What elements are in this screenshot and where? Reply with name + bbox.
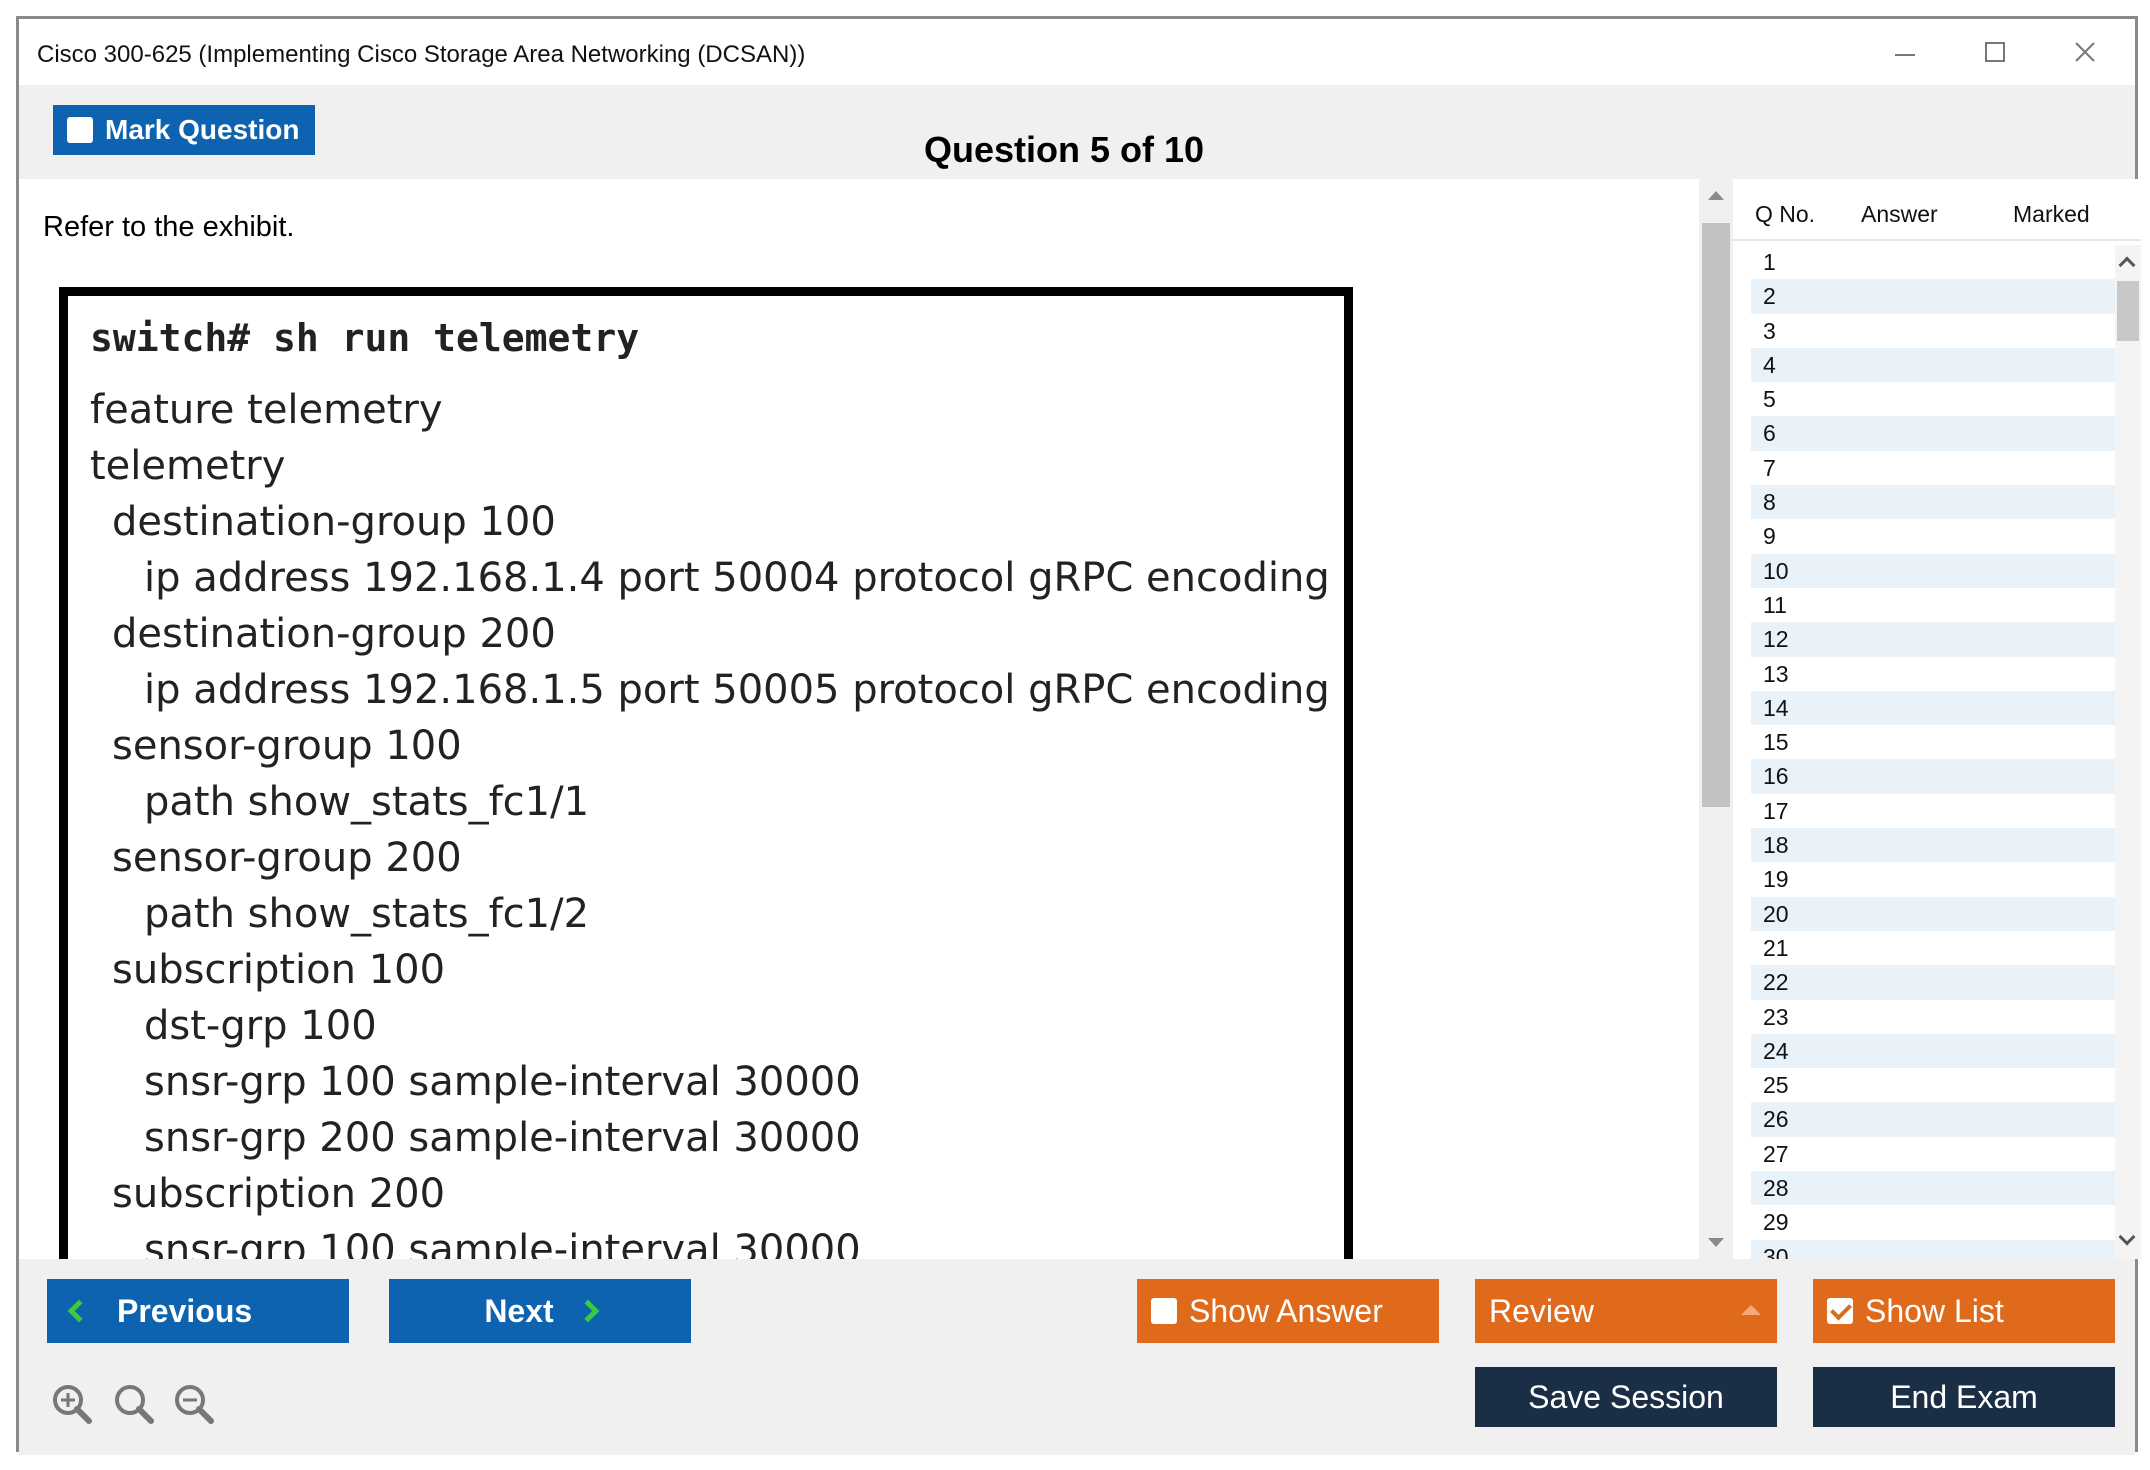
question-list-row[interactable]: 16 bbox=[1751, 759, 2115, 794]
question-list-row[interactable]: 18 bbox=[1751, 828, 2115, 863]
chevron-up-icon[interactable] bbox=[2118, 256, 2136, 274]
previous-button[interactable]: Previous bbox=[47, 1279, 349, 1343]
question-list-row[interactable]: 22 bbox=[1751, 965, 2115, 1000]
question-counter: Question 5 of 10 bbox=[923, 129, 1205, 170]
mark-question-button[interactable]: Mark Question bbox=[53, 105, 315, 155]
exhibit-line: destination-group 200 bbox=[112, 611, 556, 657]
column-header-answer: Answer bbox=[1861, 201, 1938, 227]
zoom-reset-icon[interactable] bbox=[111, 1381, 157, 1427]
previous-label: Previous bbox=[117, 1292, 253, 1329]
show-list-label: Show List bbox=[1865, 1292, 2004, 1329]
exhibit-line: telemetry bbox=[90, 443, 286, 489]
question-list-row[interactable]: 29 bbox=[1763, 1209, 1789, 1236]
question-list-row[interactable]: 19 bbox=[1763, 866, 1789, 893]
scrollbar-thumb[interactable] bbox=[2117, 281, 2139, 341]
question-list-row[interactable]: 30 bbox=[1751, 1239, 2115, 1259]
question-list-row[interactable]: 14 bbox=[1751, 690, 2115, 726]
zoom-out-icon[interactable] bbox=[171, 1381, 217, 1427]
chevron-right-icon bbox=[576, 1299, 599, 1323]
question-list-row[interactable]: 7 bbox=[1763, 454, 1776, 481]
exhibit-line: ip address 192.168.1.5 port 50005 protoc… bbox=[144, 667, 1353, 713]
question-list-row[interactable]: 13 bbox=[1763, 660, 1789, 687]
show-answer-button[interactable]: Show Answer bbox=[1137, 1279, 1439, 1343]
next-button[interactable]: Next bbox=[389, 1279, 691, 1343]
question-list-row[interactable]: 26 bbox=[1751, 1102, 2115, 1137]
exhibit-line: dst-grp 100 bbox=[144, 1003, 377, 1049]
window-title: Cisco 300-625 (Implementing Cisco Storag… bbox=[37, 41, 806, 68]
close-icon[interactable] bbox=[2065, 33, 2105, 73]
question-list-row[interactable]: 27 bbox=[1763, 1140, 1789, 1167]
exhibit-command: switch# sh run telemetry bbox=[90, 316, 640, 360]
end-exam-label: End Exam bbox=[1890, 1378, 2038, 1415]
question-header: Mark Question Question 5 of 10 bbox=[19, 85, 2135, 179]
exhibit-image: switch# sh run telemetry feature telemet… bbox=[59, 287, 1353, 1259]
question-list-row[interactable]: 5 bbox=[1763, 386, 1776, 413]
question-content: Refer to the exhibit. switch# sh run tel… bbox=[19, 179, 1699, 1259]
exhibit-line: path show_stats_fc1/2 bbox=[144, 891, 590, 937]
question-list-row[interactable]: 9 bbox=[1763, 523, 1776, 550]
maximize-icon[interactable] bbox=[1975, 33, 2015, 73]
caret-up-icon bbox=[1741, 1305, 1761, 1315]
exhibit-line: snsr-grp 100 sample-interval 30000 bbox=[144, 1227, 861, 1259]
exhibit-line: ip address 192.168.1.4 port 50004 protoc… bbox=[144, 555, 1353, 601]
checkbox-icon bbox=[1151, 1298, 1177, 1324]
review-label: Review bbox=[1489, 1292, 1594, 1329]
chevron-left-icon bbox=[67, 1299, 91, 1323]
exhibit-line: path show_stats_fc1/1 bbox=[144, 779, 590, 825]
zoom-in-icon[interactable] bbox=[49, 1381, 95, 1427]
question-list-row[interactable]: 21 bbox=[1763, 934, 1789, 961]
question-list-row[interactable]: 3 bbox=[1763, 317, 1776, 344]
exhibit-line: snsr-grp 100 sample-interval 30000 bbox=[144, 1059, 861, 1105]
question-list-row[interactable]: 4 bbox=[1751, 347, 2115, 383]
exhibit-line: sensor-group 100 bbox=[112, 723, 462, 769]
question-list-row[interactable]: 6 bbox=[1751, 416, 2115, 451]
mark-question-label: Mark Question bbox=[105, 114, 300, 145]
question-list-row[interactable]: 12 bbox=[1751, 622, 2115, 657]
exhibit-line: destination-group 100 bbox=[112, 499, 556, 545]
question-scrollbar[interactable] bbox=[1699, 179, 1733, 1259]
question-list-row[interactable]: 11 bbox=[1763, 591, 1787, 618]
save-session-button[interactable]: Save Session bbox=[1475, 1367, 1777, 1427]
question-prompt: Refer to the exhibit. bbox=[43, 211, 295, 243]
exhibit-line: feature telemetry bbox=[90, 387, 443, 433]
exhibit-line: sensor-group 200 bbox=[112, 835, 462, 881]
question-list-row[interactable]: 24 bbox=[1751, 1033, 2115, 1069]
question-list-row[interactable]: 17 bbox=[1763, 797, 1789, 824]
checkbox-icon bbox=[67, 117, 93, 143]
show-list-button[interactable]: Show List bbox=[1813, 1279, 2115, 1343]
question-list-row[interactable]: 28 bbox=[1751, 1171, 2115, 1206]
title-bar: Cisco 300-625 (Implementing Cisco Storag… bbox=[19, 19, 2135, 85]
chevron-down-icon[interactable] bbox=[2118, 1228, 2136, 1246]
question-list-row[interactable]: 10 bbox=[1751, 553, 2115, 588]
question-list-row[interactable]: 23 bbox=[1763, 1003, 1789, 1030]
minimize-icon[interactable] bbox=[1885, 33, 1925, 73]
app-window: Cisco 300-625 (Implementing Cisco Storag… bbox=[16, 16, 2141, 1455]
scroll-down-icon[interactable] bbox=[1708, 1238, 1724, 1247]
end-exam-button[interactable]: End Exam bbox=[1813, 1367, 2115, 1427]
save-session-label: Save Session bbox=[1528, 1378, 1724, 1415]
exhibit-line: subscription 100 bbox=[112, 947, 446, 993]
next-label: Next bbox=[484, 1292, 554, 1329]
question-list-header: Q No. Answer Marked bbox=[1733, 179, 2141, 241]
question-list-row[interactable]: 2 bbox=[1751, 279, 2115, 314]
exhibit-line: snsr-grp 200 sample-interval 30000 bbox=[144, 1115, 861, 1161]
question-list-scrollbar[interactable] bbox=[2115, 245, 2141, 1259]
column-header-marked: Marked bbox=[2013, 201, 2090, 227]
question-list-row[interactable]: 25 bbox=[1763, 1072, 1789, 1099]
scroll-up-icon[interactable] bbox=[1708, 191, 1724, 200]
review-button[interactable]: Review bbox=[1475, 1279, 1777, 1343]
exhibit-line: subscription 200 bbox=[112, 1171, 446, 1217]
footer-toolbar: Previous Next Show Answer Review Show Li… bbox=[19, 1259, 2135, 1455]
question-list-row[interactable]: 20 bbox=[1751, 896, 2115, 931]
question-list-row[interactable]: 1 bbox=[1763, 249, 1776, 275]
question-list-row[interactable]: 15 bbox=[1763, 729, 1789, 756]
checked-checkbox-icon bbox=[1827, 1298, 1853, 1324]
show-answer-label: Show Answer bbox=[1189, 1292, 1383, 1329]
column-header-qno: Q No. bbox=[1755, 201, 1816, 227]
scrollbar-thumb[interactable] bbox=[1702, 223, 1730, 807]
question-list-row[interactable]: 8 bbox=[1751, 485, 2115, 520]
